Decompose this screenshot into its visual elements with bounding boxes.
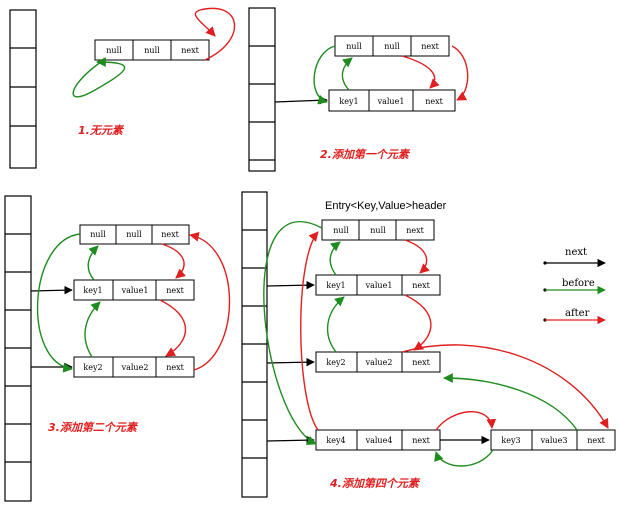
cell-next: next xyxy=(425,97,443,106)
next-arrow xyxy=(274,96,328,105)
cell-null: null xyxy=(90,230,106,239)
next-arrow xyxy=(266,357,315,367)
caption-2: 2.添加第一个元素 xyxy=(320,148,411,161)
after-arrow xyxy=(161,243,186,279)
cell-key3: key3 xyxy=(501,436,520,445)
before-arrow xyxy=(326,296,345,353)
next-arrow xyxy=(266,280,315,290)
cell-key2: key2 xyxy=(326,358,345,367)
cell-value3: value3 xyxy=(540,436,568,445)
cell-null: null xyxy=(384,42,400,51)
caption-1: 1.无元素 xyxy=(78,124,125,137)
cell-key1: key1 xyxy=(83,286,102,295)
cell-null: null xyxy=(346,42,362,51)
cell-next: next xyxy=(406,226,424,235)
after-arrow xyxy=(189,231,231,371)
cell-null: null xyxy=(144,46,160,55)
entry-key3-4: key3 value3 next xyxy=(490,429,616,451)
entry-key1-2: key1 value1 next xyxy=(328,89,456,112)
bucket-array-1 xyxy=(9,9,37,169)
before-arrow xyxy=(84,301,101,358)
before-arrow xyxy=(329,241,341,276)
entry-header-1: null null next xyxy=(94,39,210,61)
bucket-array-4 xyxy=(241,191,268,498)
before-arrow xyxy=(313,45,336,105)
legend-before-label: before xyxy=(562,278,595,289)
after-arrow xyxy=(401,55,440,89)
before-arrow xyxy=(87,245,99,281)
before-arrow xyxy=(72,57,126,98)
legend: next before after xyxy=(543,247,606,325)
cell-value1: value1 xyxy=(365,281,393,290)
cell-next: next xyxy=(587,436,605,445)
cell-next: next xyxy=(181,46,199,55)
entry-key4-4: key4 value4 next xyxy=(315,429,441,451)
cell-null: null xyxy=(370,226,386,235)
cell-value1: value1 xyxy=(121,286,149,295)
entry-key1-3: key1 value1 next xyxy=(73,279,195,301)
entry-key1-4: key1 value1 next xyxy=(315,274,441,296)
cell-next: next xyxy=(412,358,430,367)
caption-3: 3.添加第二个元素 xyxy=(48,421,139,434)
entry-header-2: null null next xyxy=(334,35,450,57)
cell-next: next xyxy=(166,363,184,372)
cell-next: next xyxy=(412,281,430,290)
cell-next: next xyxy=(161,230,179,239)
cell-null: null xyxy=(126,230,142,239)
legend-after-label: after xyxy=(565,308,590,319)
header-label: Entry<Key,Value>header xyxy=(325,200,447,212)
after-arrow xyxy=(451,45,469,101)
next-arrow xyxy=(30,285,73,295)
before-arrow xyxy=(263,220,323,445)
before-arrow xyxy=(434,449,494,467)
before-arrow xyxy=(341,57,353,91)
after-arrow xyxy=(194,7,236,61)
entry-key2-3: key2 value2 next xyxy=(73,356,195,378)
before-arrow xyxy=(36,233,81,373)
cell-value2: value2 xyxy=(365,358,393,367)
cell-next: next xyxy=(166,286,184,295)
entry-header-4: null null next xyxy=(321,219,435,241)
cell-next: next xyxy=(412,436,430,445)
cell-key4: key4 xyxy=(326,436,345,445)
cell-key1: key1 xyxy=(326,281,345,290)
entry-header-3: null null next xyxy=(79,224,190,245)
next-arrow xyxy=(266,435,315,445)
cell-value4: value4 xyxy=(365,436,393,445)
after-arrow xyxy=(404,239,430,274)
after-arrow xyxy=(404,294,432,351)
after-arrow xyxy=(401,344,609,429)
caption-4: 4.添加第四个元素 xyxy=(329,477,421,490)
cell-null: null xyxy=(333,226,349,235)
after-arrow xyxy=(159,299,187,357)
cell-null: null xyxy=(106,46,122,55)
entry-key2-4: key2 value2 next xyxy=(315,351,441,373)
cell-value1: value1 xyxy=(377,97,405,106)
legend-next-label: next xyxy=(565,247,587,258)
after-arrow xyxy=(435,411,497,431)
cell-key1: key1 xyxy=(339,97,358,106)
cell-next: next xyxy=(421,42,439,51)
cell-key2: key2 xyxy=(83,363,102,372)
cell-value2: value2 xyxy=(121,363,149,372)
bucket-array-3 xyxy=(4,195,32,502)
after-arrow xyxy=(300,231,319,431)
before-arrow xyxy=(443,373,578,431)
bucket-array-2 xyxy=(248,7,276,172)
